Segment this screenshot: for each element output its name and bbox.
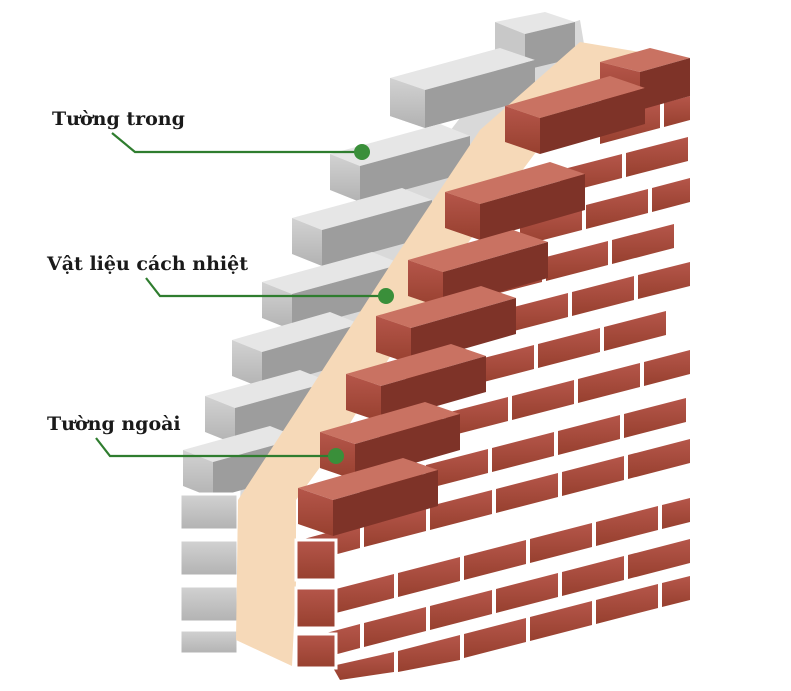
label-insulation: Vật liệu cách nhiệt bbox=[46, 253, 248, 275]
leader-line-outer-wall bbox=[95, 437, 336, 458]
callout-outer-wall: Tường ngoài bbox=[47, 413, 344, 464]
pointer-dot-insulation bbox=[378, 288, 394, 304]
pointer-dot-inner-wall bbox=[354, 144, 370, 160]
outer-wall-bottom-bricks bbox=[294, 538, 338, 670]
outer-wall-layer bbox=[294, 48, 692, 680]
pointer-dot-outer-wall bbox=[328, 448, 344, 464]
label-inner-wall: Tường trong bbox=[52, 108, 185, 130]
label-outer-wall: Tường ngoài bbox=[47, 413, 181, 435]
leader-line-inner-wall bbox=[111, 132, 362, 154]
inner-wall-bottom-blocks bbox=[178, 492, 240, 656]
callout-insulation: Vật liệu cách nhiệt bbox=[46, 253, 394, 304]
callout-inner-wall: Tường trong bbox=[52, 108, 370, 160]
leader-line-insulation bbox=[145, 277, 386, 298]
outer-wall-end-bricks bbox=[298, 48, 690, 536]
